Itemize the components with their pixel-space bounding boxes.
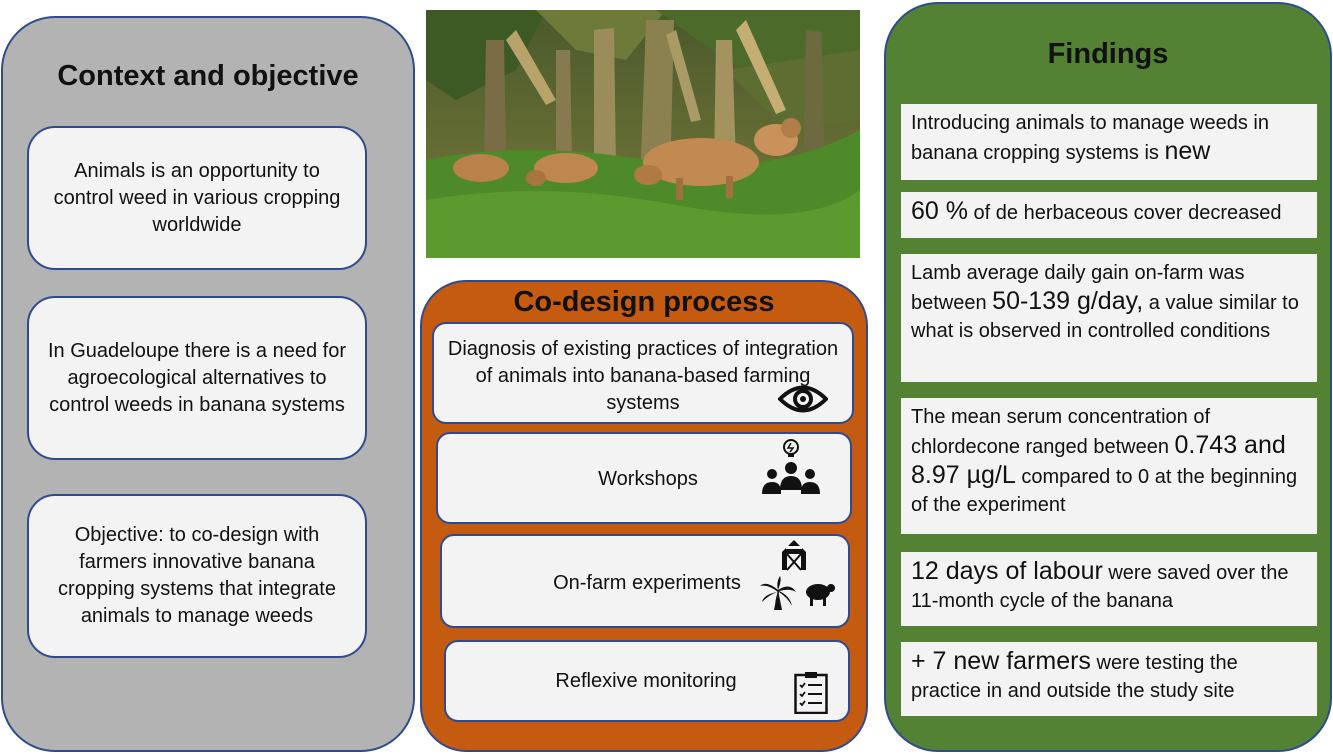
step-label: Diagnosis of existing practices of integ… bbox=[447, 338, 839, 414]
finding-item: The mean serum concentration of chlordec… bbox=[901, 398, 1317, 534]
finding-text: Introducing animals to manage weeds in b… bbox=[911, 112, 1269, 164]
codesign-step-diagnosis: Diagnosis of existing practices of integ… bbox=[432, 322, 854, 424]
finding-highlight: new bbox=[1164, 137, 1211, 165]
findings-panel: Findings Introducing animals to manage w… bbox=[884, 2, 1332, 752]
checklist-icon bbox=[794, 672, 828, 714]
context-title: Context and objective bbox=[57, 60, 359, 92]
finding-text: a value similar to what is observed in c… bbox=[911, 292, 1299, 342]
finding-text: Lamb average daily gain on-farm was betw… bbox=[911, 262, 1245, 314]
context-item: Objective: to co-design with farmers inn… bbox=[27, 494, 367, 658]
finding-highlight: + 7 new farmers bbox=[911, 647, 1091, 675]
findings-title: Findings bbox=[1047, 38, 1169, 70]
step-label: On-farm experiments bbox=[553, 572, 741, 594]
finding-item: Introducing animals to manage weeds in b… bbox=[901, 104, 1317, 180]
finding-highlight: 50-139 g/day, bbox=[992, 287, 1144, 315]
codesign-panel: Co-design process Diagnosis of existing … bbox=[420, 280, 868, 752]
codesign-step-monitoring: Reflexive monitoring bbox=[444, 640, 850, 722]
eye-icon bbox=[778, 384, 828, 414]
finding-item: + 7 new farmers were testing the practic… bbox=[901, 642, 1317, 716]
sheep-grazing-photo bbox=[426, 10, 860, 258]
people-lightbulb-icon bbox=[760, 438, 822, 500]
finding-highlight: 12 days of labour bbox=[911, 557, 1103, 585]
finding-text: The mean serum concentration of chlordec… bbox=[911, 406, 1211, 458]
context-item: Animals is an opportunity to control wee… bbox=[27, 126, 367, 270]
finding-item: Lamb average daily gain on-farm was betw… bbox=[901, 254, 1317, 382]
codesign-step-experiments: On-farm experiments bbox=[440, 534, 850, 628]
finding-item: 12 days of labour were saved over the 11… bbox=[901, 552, 1317, 626]
finding-highlight: 0.743 and 8.97 µg/L bbox=[911, 431, 1286, 489]
context-panel: Context and objective Animals is an oppo… bbox=[1, 16, 415, 752]
finding-text: compared to 0 at the beginning of the ex… bbox=[911, 466, 1298, 516]
codesign-title: Co-design process bbox=[513, 286, 775, 318]
codesign-step-workshops: Workshops bbox=[436, 432, 852, 524]
finding-text: of de herbaceous cover decreased bbox=[967, 202, 1282, 224]
context-item: In Guadeloupe there is a need for agroec… bbox=[27, 296, 367, 460]
barn-palm-sheep-icon bbox=[760, 536, 836, 616]
finding-text: were testing the practice in and outside… bbox=[911, 652, 1238, 702]
finding-text: were saved over the 11-month cycle of th… bbox=[911, 562, 1289, 612]
step-label: Workshops bbox=[598, 468, 698, 490]
finding-highlight: 60 % bbox=[911, 197, 968, 225]
step-label: Reflexive monitoring bbox=[555, 670, 737, 692]
finding-item: 60 % of de herbaceous cover decreased bbox=[901, 192, 1317, 238]
